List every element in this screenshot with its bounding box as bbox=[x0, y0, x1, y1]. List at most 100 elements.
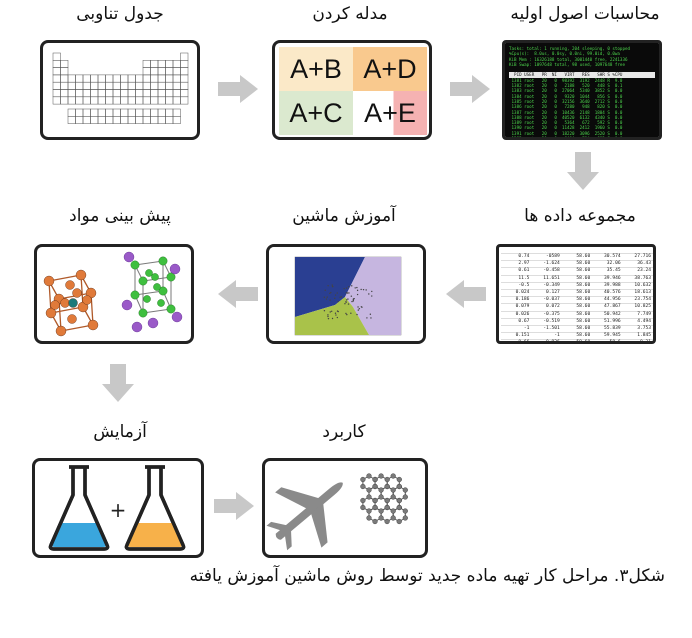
scatter-point bbox=[360, 288, 362, 291]
terminal-line: 1383 root 20 0 27064 5340 3852 S 0.0 bbox=[509, 88, 623, 94]
periodic-table-label: جدول تناوبی bbox=[76, 4, 164, 24]
scatter-point bbox=[365, 289, 367, 291]
table-cell: 58.60 bbox=[576, 275, 591, 281]
table-cell: 0.127 bbox=[545, 289, 560, 295]
scatter-point bbox=[357, 306, 359, 308]
table-cell: 0.186 bbox=[515, 297, 530, 303]
arrow-right-2 bbox=[450, 75, 490, 103]
scatter-point bbox=[371, 290, 373, 293]
table-cell: 4.494 bbox=[637, 318, 652, 324]
scatter-point bbox=[350, 295, 353, 297]
table-cell: 58.60 bbox=[576, 268, 591, 274]
table-cell: -1.501 bbox=[543, 325, 560, 331]
airplane-icon bbox=[266, 482, 343, 551]
table-cell: 39.988 bbox=[604, 282, 621, 288]
table-cell: 58.60 bbox=[576, 282, 591, 288]
scatter-point bbox=[348, 286, 350, 288]
terminal-line: PID USER PR NI VIRT RES SHR S %CPU bbox=[509, 72, 655, 78]
terminal-line: 1382 root 20 0 2188 520 448 S 0.1 bbox=[509, 83, 623, 89]
prediction-panel bbox=[34, 244, 194, 344]
scatter-point bbox=[350, 312, 352, 314]
arrow-left-1 bbox=[218, 280, 258, 308]
terminal-line: 1388 root 20 0 40520 6132 4340 S 0.0 bbox=[509, 114, 623, 120]
table-cell: 30.574 bbox=[604, 254, 621, 259]
scatter-point bbox=[330, 310, 333, 312]
scatter-point bbox=[347, 303, 350, 305]
table-cell: 7.749 bbox=[637, 311, 652, 317]
table-cell: 58.6 bbox=[609, 340, 621, 344]
scatter-point bbox=[323, 296, 326, 298]
table-cell: 11.5 bbox=[518, 275, 530, 281]
table-cell: 47.867 bbox=[604, 304, 621, 310]
table-cell: 51.996 bbox=[604, 318, 621, 324]
terminal-line: 1385 root 20 0 32156 3640 2712 S 0.0 bbox=[509, 98, 623, 104]
scatter-point bbox=[330, 291, 332, 294]
scatter-point bbox=[334, 312, 337, 314]
table-cell: 0.026 bbox=[515, 311, 530, 317]
scatter-point bbox=[343, 288, 345, 290]
table-cell: 58.60 bbox=[576, 289, 591, 295]
terminal-line: 1384 root 20 0 9320 1044 856 S 0.0 bbox=[509, 93, 623, 99]
table-cell: -0.519 bbox=[543, 318, 560, 324]
periodic-table-image bbox=[52, 52, 189, 124]
scatter-point bbox=[327, 285, 329, 287]
table-cell: -0.375 bbox=[543, 311, 560, 317]
table-cell: 58.60 bbox=[576, 333, 591, 339]
scatter-point bbox=[348, 292, 350, 294]
scatter-point bbox=[336, 316, 339, 319]
table-cell: 27.716 bbox=[634, 254, 652, 259]
modeling-cell-ab: A+B bbox=[279, 47, 353, 91]
table-cell: -0.31 bbox=[637, 340, 652, 344]
scatter-point bbox=[347, 298, 349, 300]
table-cell: -1.624 bbox=[543, 261, 560, 267]
arrow-right-3 bbox=[214, 492, 254, 520]
table-cell: 36.43 bbox=[637, 261, 652, 267]
scatter-point bbox=[329, 311, 331, 313]
scatter-point bbox=[368, 293, 370, 295]
figure-caption: شکل۳. مراحل کار تهیه ماده جدید توسط روش … bbox=[189, 566, 665, 586]
table-cell: 58.60 bbox=[576, 254, 591, 259]
modeling-panel: A+B A+D A+C A+E bbox=[272, 40, 432, 140]
table-cell: -0589 bbox=[545, 254, 560, 259]
scatter-point bbox=[353, 297, 355, 300]
prediction-label: پیش بینی مواد bbox=[69, 206, 171, 226]
table-cell: 0.66 bbox=[518, 340, 530, 344]
flasks-image: + bbox=[48, 465, 186, 551]
table-cell: 58.60 bbox=[576, 325, 591, 331]
arrow-down-1 bbox=[567, 152, 599, 190]
table-cell: 3.753 bbox=[637, 325, 652, 331]
terminal-line: %Cpu(s): 8.0us, 0.0sy, 0.0ni, 99.0id, 0.… bbox=[509, 51, 620, 57]
scatter-point bbox=[336, 292, 338, 294]
scatter-point bbox=[344, 303, 346, 305]
table-cell: 18.613 bbox=[634, 289, 652, 295]
scatter-point bbox=[345, 299, 348, 301]
scatter-point bbox=[335, 314, 337, 316]
scatter-point bbox=[356, 313, 358, 316]
table-cell: -1 bbox=[554, 333, 560, 339]
scatter-point bbox=[370, 317, 372, 319]
table-cell: 10.632 bbox=[634, 282, 652, 288]
table-cell: 0.67 bbox=[518, 318, 530, 324]
table-cell: 11.651 bbox=[543, 275, 560, 281]
application-panel bbox=[262, 458, 428, 558]
application-image bbox=[266, 473, 408, 551]
scatter-point bbox=[327, 317, 330, 320]
scatter-point bbox=[329, 299, 331, 301]
experiment-panel: + bbox=[32, 458, 204, 558]
arrow-down-2 bbox=[102, 364, 134, 402]
scatter-point bbox=[351, 300, 353, 303]
table-cell: 44.956 bbox=[604, 297, 621, 303]
scatter-point bbox=[356, 289, 359, 292]
modeling-label: مدله کردن bbox=[312, 4, 388, 24]
table-cell: -0.458 bbox=[543, 268, 560, 274]
scatter-point bbox=[366, 317, 368, 319]
scatter-point bbox=[356, 293, 359, 296]
